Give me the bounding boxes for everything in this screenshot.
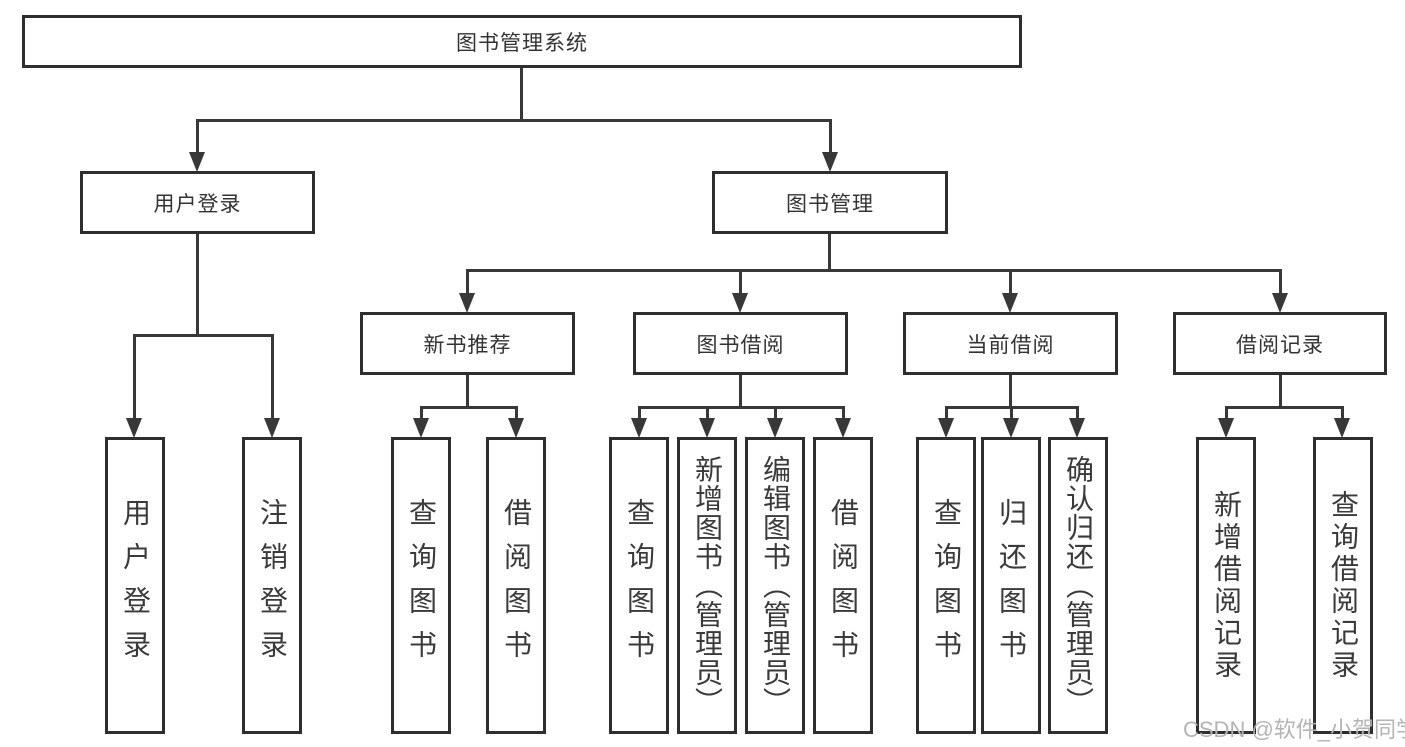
node-book-borrow: 图书借阅	[633, 312, 848, 375]
arrow-down-icon	[1069, 418, 1085, 438]
connector-line	[466, 269, 469, 295]
connector-line	[638, 406, 641, 420]
node-new-book-recommend-label: 新书推荐	[423, 333, 512, 357]
leaf-edit-books-admin: 编辑图书（管理员）	[745, 437, 805, 734]
leaf-borrow-books-2-label: 借阅图书	[828, 497, 859, 674]
arrow-down-icon	[264, 418, 280, 438]
leaf-edit-books-admin-label: 编辑图书（管理员）	[760, 455, 791, 716]
connector-line	[774, 406, 777, 420]
leaf-borrow-books-1-label: 借阅图书	[501, 497, 532, 674]
connector-line	[133, 334, 274, 337]
connector-line	[706, 406, 709, 420]
arrow-down-icon	[938, 418, 954, 438]
leaf-add-books-admin-label: 新增图书（管理员）	[692, 455, 723, 716]
connector-line	[133, 334, 136, 419]
connector-line	[1225, 406, 1228, 420]
connector-line	[420, 406, 423, 420]
leaf-add-borrow-record: 新增借阅记录	[1196, 437, 1256, 734]
connector-line	[271, 334, 274, 419]
connector-line	[520, 68, 523, 121]
node-root: 图书管理系统	[22, 15, 1022, 68]
connector-line	[196, 119, 832, 122]
node-borrow-records-label: 借阅记录	[1236, 333, 1324, 357]
leaf-user-login-label: 用户登录	[120, 497, 151, 674]
leaf-return-books: 归还图书	[981, 437, 1041, 734]
leaf-confirm-return-admin: 确认归还（管理员）	[1048, 437, 1108, 734]
connector-line	[1009, 375, 1012, 409]
watermark: CSDN @软件_小贺同学	[1183, 717, 1405, 742]
connector-line	[829, 119, 832, 154]
arrow-down-icon	[767, 418, 783, 438]
connector-line	[828, 234, 831, 272]
connector-line	[1076, 406, 1079, 420]
leaf-add-books-admin: 新增图书（管理员）	[677, 437, 737, 734]
connector-line	[196, 119, 199, 154]
arrow-down-icon	[189, 152, 205, 172]
leaf-borrow-books-1: 借阅图书	[486, 437, 546, 734]
arrow-down-icon	[413, 418, 429, 438]
leaf-query-borrow-record-label: 查询借阅记录	[1328, 489, 1359, 682]
connector-line	[420, 406, 518, 409]
node-book-management: 图书管理	[712, 171, 948, 234]
connector-line	[196, 234, 199, 337]
leaf-query-books-3: 查询图书	[916, 437, 976, 734]
arrow-down-icon	[1003, 418, 1019, 438]
arrow-down-icon	[1218, 418, 1234, 438]
connector-line	[842, 406, 845, 420]
node-book-management-label: 图书管理	[786, 192, 874, 216]
node-new-book-recommend: 新书推荐	[360, 312, 575, 375]
leaf-borrow-books-2: 借阅图书	[813, 437, 873, 734]
node-current-borrow-label: 当前借阅	[966, 333, 1055, 357]
node-book-borrow-label: 图书借阅	[696, 333, 785, 357]
node-root-label: 图书管理系统	[456, 31, 588, 55]
connector-line	[1341, 406, 1344, 420]
arrow-down-icon	[732, 293, 748, 313]
leaf-add-borrow-record-label: 新增借阅记录	[1211, 489, 1242, 682]
node-current-borrow: 当前借阅	[903, 312, 1118, 375]
connector-line	[1279, 269, 1282, 295]
node-user-login-label: 用户登录	[153, 192, 242, 216]
arrow-down-icon	[699, 418, 715, 438]
node-borrow-records: 借阅记录	[1173, 312, 1387, 375]
arrow-down-icon	[459, 293, 475, 313]
leaf-query-books-2-label: 查询图书	[624, 497, 655, 674]
arrow-down-icon	[822, 152, 838, 172]
leaf-query-books-1-label: 查询图书	[406, 497, 437, 674]
connector-line	[466, 375, 469, 409]
connector-line	[1279, 375, 1282, 409]
connector-line	[1225, 406, 1344, 409]
leaf-user-login: 用户登录	[105, 437, 165, 734]
arrow-down-icon	[835, 418, 851, 438]
arrow-down-icon	[1272, 293, 1288, 313]
connector-line	[638, 406, 845, 409]
leaf-query-books-1: 查询图书	[391, 437, 451, 734]
leaf-query-books-2: 查询图书	[609, 437, 669, 734]
arrow-down-icon	[1002, 293, 1018, 313]
connector-line	[1009, 269, 1012, 295]
leaf-confirm-return-admin-label: 确认归还（管理员）	[1063, 455, 1094, 716]
connector-line	[466, 269, 1281, 272]
arrow-down-icon	[1334, 418, 1350, 438]
arrow-down-icon	[508, 418, 524, 438]
leaf-logout-label: 注销登录	[257, 497, 288, 674]
connector-line	[739, 269, 742, 295]
connector-line	[739, 375, 742, 409]
connector-line	[945, 406, 948, 420]
leaf-return-books-label: 归还图书	[996, 497, 1027, 674]
leaf-query-books-3-label: 查询图书	[931, 497, 962, 674]
connector-line	[515, 406, 518, 420]
arrow-down-icon	[631, 418, 647, 438]
leaf-logout: 注销登录	[242, 437, 302, 734]
node-user-login: 用户登录	[80, 171, 315, 234]
arrow-down-icon	[126, 418, 142, 438]
connector-line	[1010, 406, 1013, 420]
leaf-query-borrow-record: 查询借阅记录	[1313, 437, 1373, 734]
